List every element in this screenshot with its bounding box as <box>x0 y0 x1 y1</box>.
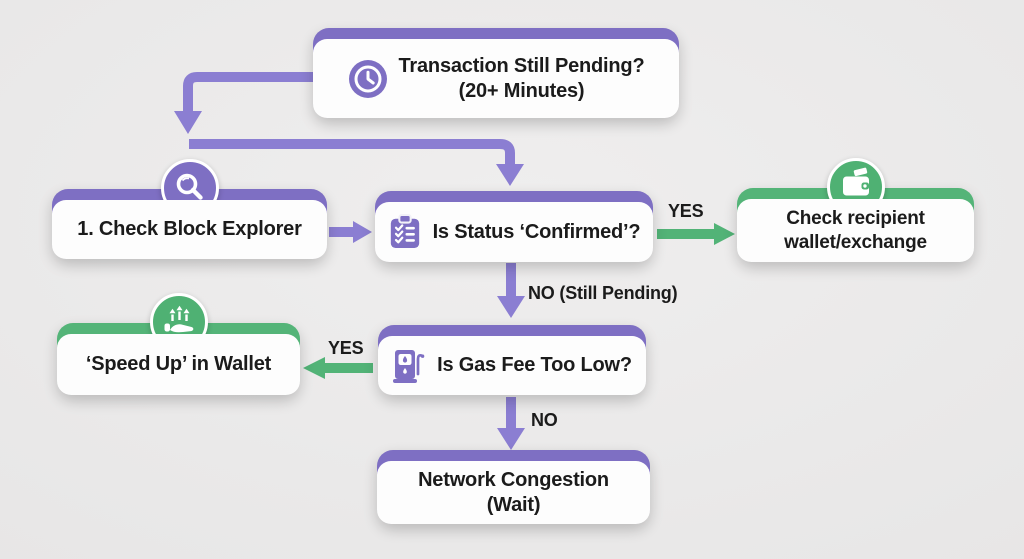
node-check-block-explorer: 1. Check Block Explorer <box>52 159 327 259</box>
node-check-recipient-label: Check recipient wallet/exchange <box>784 207 927 253</box>
arrowhead-down-gas <box>497 296 525 318</box>
edge-label-gas-no: NO <box>531 410 558 430</box>
edge-pending-elbow <box>183 72 313 113</box>
gas-pump-icon <box>392 347 426 385</box>
checklist-clipboard-icon <box>388 213 422 251</box>
edge-label-status-no: NO (Still Pending) <box>528 283 678 303</box>
edge-split-to-status <box>189 139 515 166</box>
node-check-recipient: Check recipient wallet/exchange <box>737 158 974 262</box>
node-network-congestion-label: Network Congestion (Wait) <box>418 468 609 516</box>
arrowhead-down-explorer <box>174 111 202 134</box>
edge-label-gas-yes: YES <box>328 338 364 358</box>
edge-label-status-yes: YES <box>668 201 704 221</box>
node-transaction-pending-label: Transaction Still Pending? (20+ Minutes) <box>398 54 645 102</box>
node-speed-up: ‘Speed Up’ in Wallet <box>57 293 300 395</box>
arrowhead-right-status <box>353 221 372 243</box>
node-network-congestion: Network Congestion (Wait) <box>377 450 650 524</box>
arrowhead-right-recipient <box>714 223 735 245</box>
node-status-confirmed: Is Status ‘Confirmed’? <box>375 191 653 262</box>
arrowhead-down-status <box>496 164 524 186</box>
clock-icon <box>348 59 388 99</box>
node-gas-fee: Is Gas Fee Too Low? <box>378 325 646 395</box>
arrowhead-left-speedup <box>303 357 325 379</box>
node-status-confirmed-label: Is Status ‘Confirmed’? <box>432 220 641 243</box>
node-check-block-explorer-label: 1. Check Block Explorer <box>77 218 302 240</box>
node-speed-up-label: ‘Speed Up’ in Wallet <box>85 353 272 375</box>
node-transaction-pending: Transaction Still Pending? (20+ Minutes) <box>313 28 679 118</box>
node-gas-fee-label: Is Gas Fee Too Low? <box>437 354 632 376</box>
arrowhead-down-congestion <box>497 428 525 450</box>
